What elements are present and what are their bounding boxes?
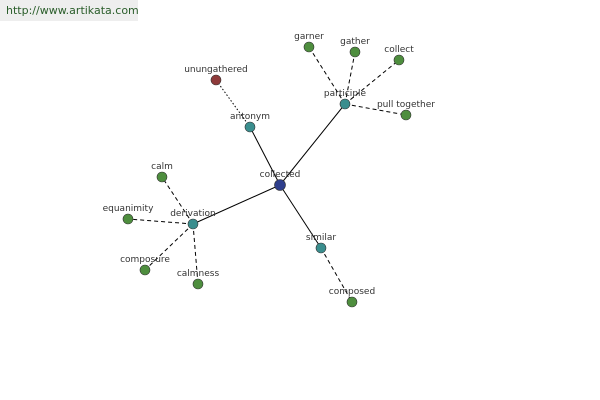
node-circle-similar[interactable] [315,242,327,254]
node-antonym[interactable]: antonym [230,112,270,133]
node-circle-composed[interactable] [346,296,358,308]
node-circle-participle[interactable] [339,98,351,110]
node-calmness[interactable]: calmness [177,269,220,290]
node-label-antonym: antonym [230,112,270,122]
node-circle-collected[interactable] [274,179,286,191]
edge-participle-collect [344,59,400,105]
node-circle-derivation[interactable] [187,218,199,230]
source-url[interactable]: http://www.artikata.com [0,0,138,21]
node-label-collected: collected [260,170,301,180]
node-label-gather: gather [340,37,370,47]
edge-derivation-calmness [192,223,199,285]
edge-collected-similar [279,184,322,249]
edge-participle-pull-together [344,103,407,116]
node-circle-composure[interactable] [139,264,151,276]
edge-collected-participle [279,103,346,186]
node-similar[interactable]: similar [306,233,336,254]
node-garner[interactable]: garner [294,32,324,53]
node-circle-garner[interactable] [303,41,315,53]
node-composure[interactable]: composure [120,255,170,276]
node-collected[interactable]: collected [260,170,301,191]
node-label-derivation: derivation [170,209,216,219]
node-participle[interactable]: participle [324,89,367,110]
node-label-equanimity: equanimity [103,204,154,214]
node-circle-collect[interactable] [393,54,405,66]
edges-layer [127,46,407,303]
node-label-composure: composure [120,255,170,265]
node-circle-antonym[interactable] [244,121,256,133]
node-label-pull-together: pull together [377,100,435,110]
nodes-layer: unungathered garner gather collect pull toge… [103,32,435,308]
node-label-calm: calm [151,162,173,172]
edge-similar-composed [320,247,353,303]
node-label-garner: garner [294,32,324,42]
edge-collected-antonym [249,126,281,186]
edge-antonym-unungathered [215,79,251,128]
node-unungathered[interactable]: unungathered [184,65,248,86]
node-gather[interactable]: gather [340,37,370,58]
node-circle-gather[interactable] [349,46,361,58]
node-circle-calmness[interactable] [192,278,204,290]
node-composed[interactable]: composed [329,287,375,308]
node-label-calmness: calmness [177,269,220,279]
node-label-similar: similar [306,233,336,243]
node-pull-together[interactable]: pull together [377,100,435,121]
node-circle-pull-together[interactable] [400,109,412,121]
node-collect[interactable]: collect [384,45,414,66]
node-calm[interactable]: calm [151,162,173,183]
node-derivation[interactable]: derivation [170,209,216,230]
node-circle-equanimity[interactable] [122,213,134,225]
edge-participle-gather [344,51,356,105]
node-label-composed: composed [329,287,375,297]
node-label-unungathered: unungathered [184,65,248,75]
node-label-participle: participle [324,89,367,99]
node-circle-calm[interactable] [156,171,168,183]
edge-derivation-calm [161,176,194,225]
node-circle-unungathered[interactable] [210,74,222,86]
edge-derivation-equanimity [127,218,194,225]
node-equanimity[interactable]: equanimity [103,204,154,225]
node-label-collect: collect [384,45,414,55]
edge-participle-garner [308,46,346,105]
edge-collected-derivation [192,184,281,225]
